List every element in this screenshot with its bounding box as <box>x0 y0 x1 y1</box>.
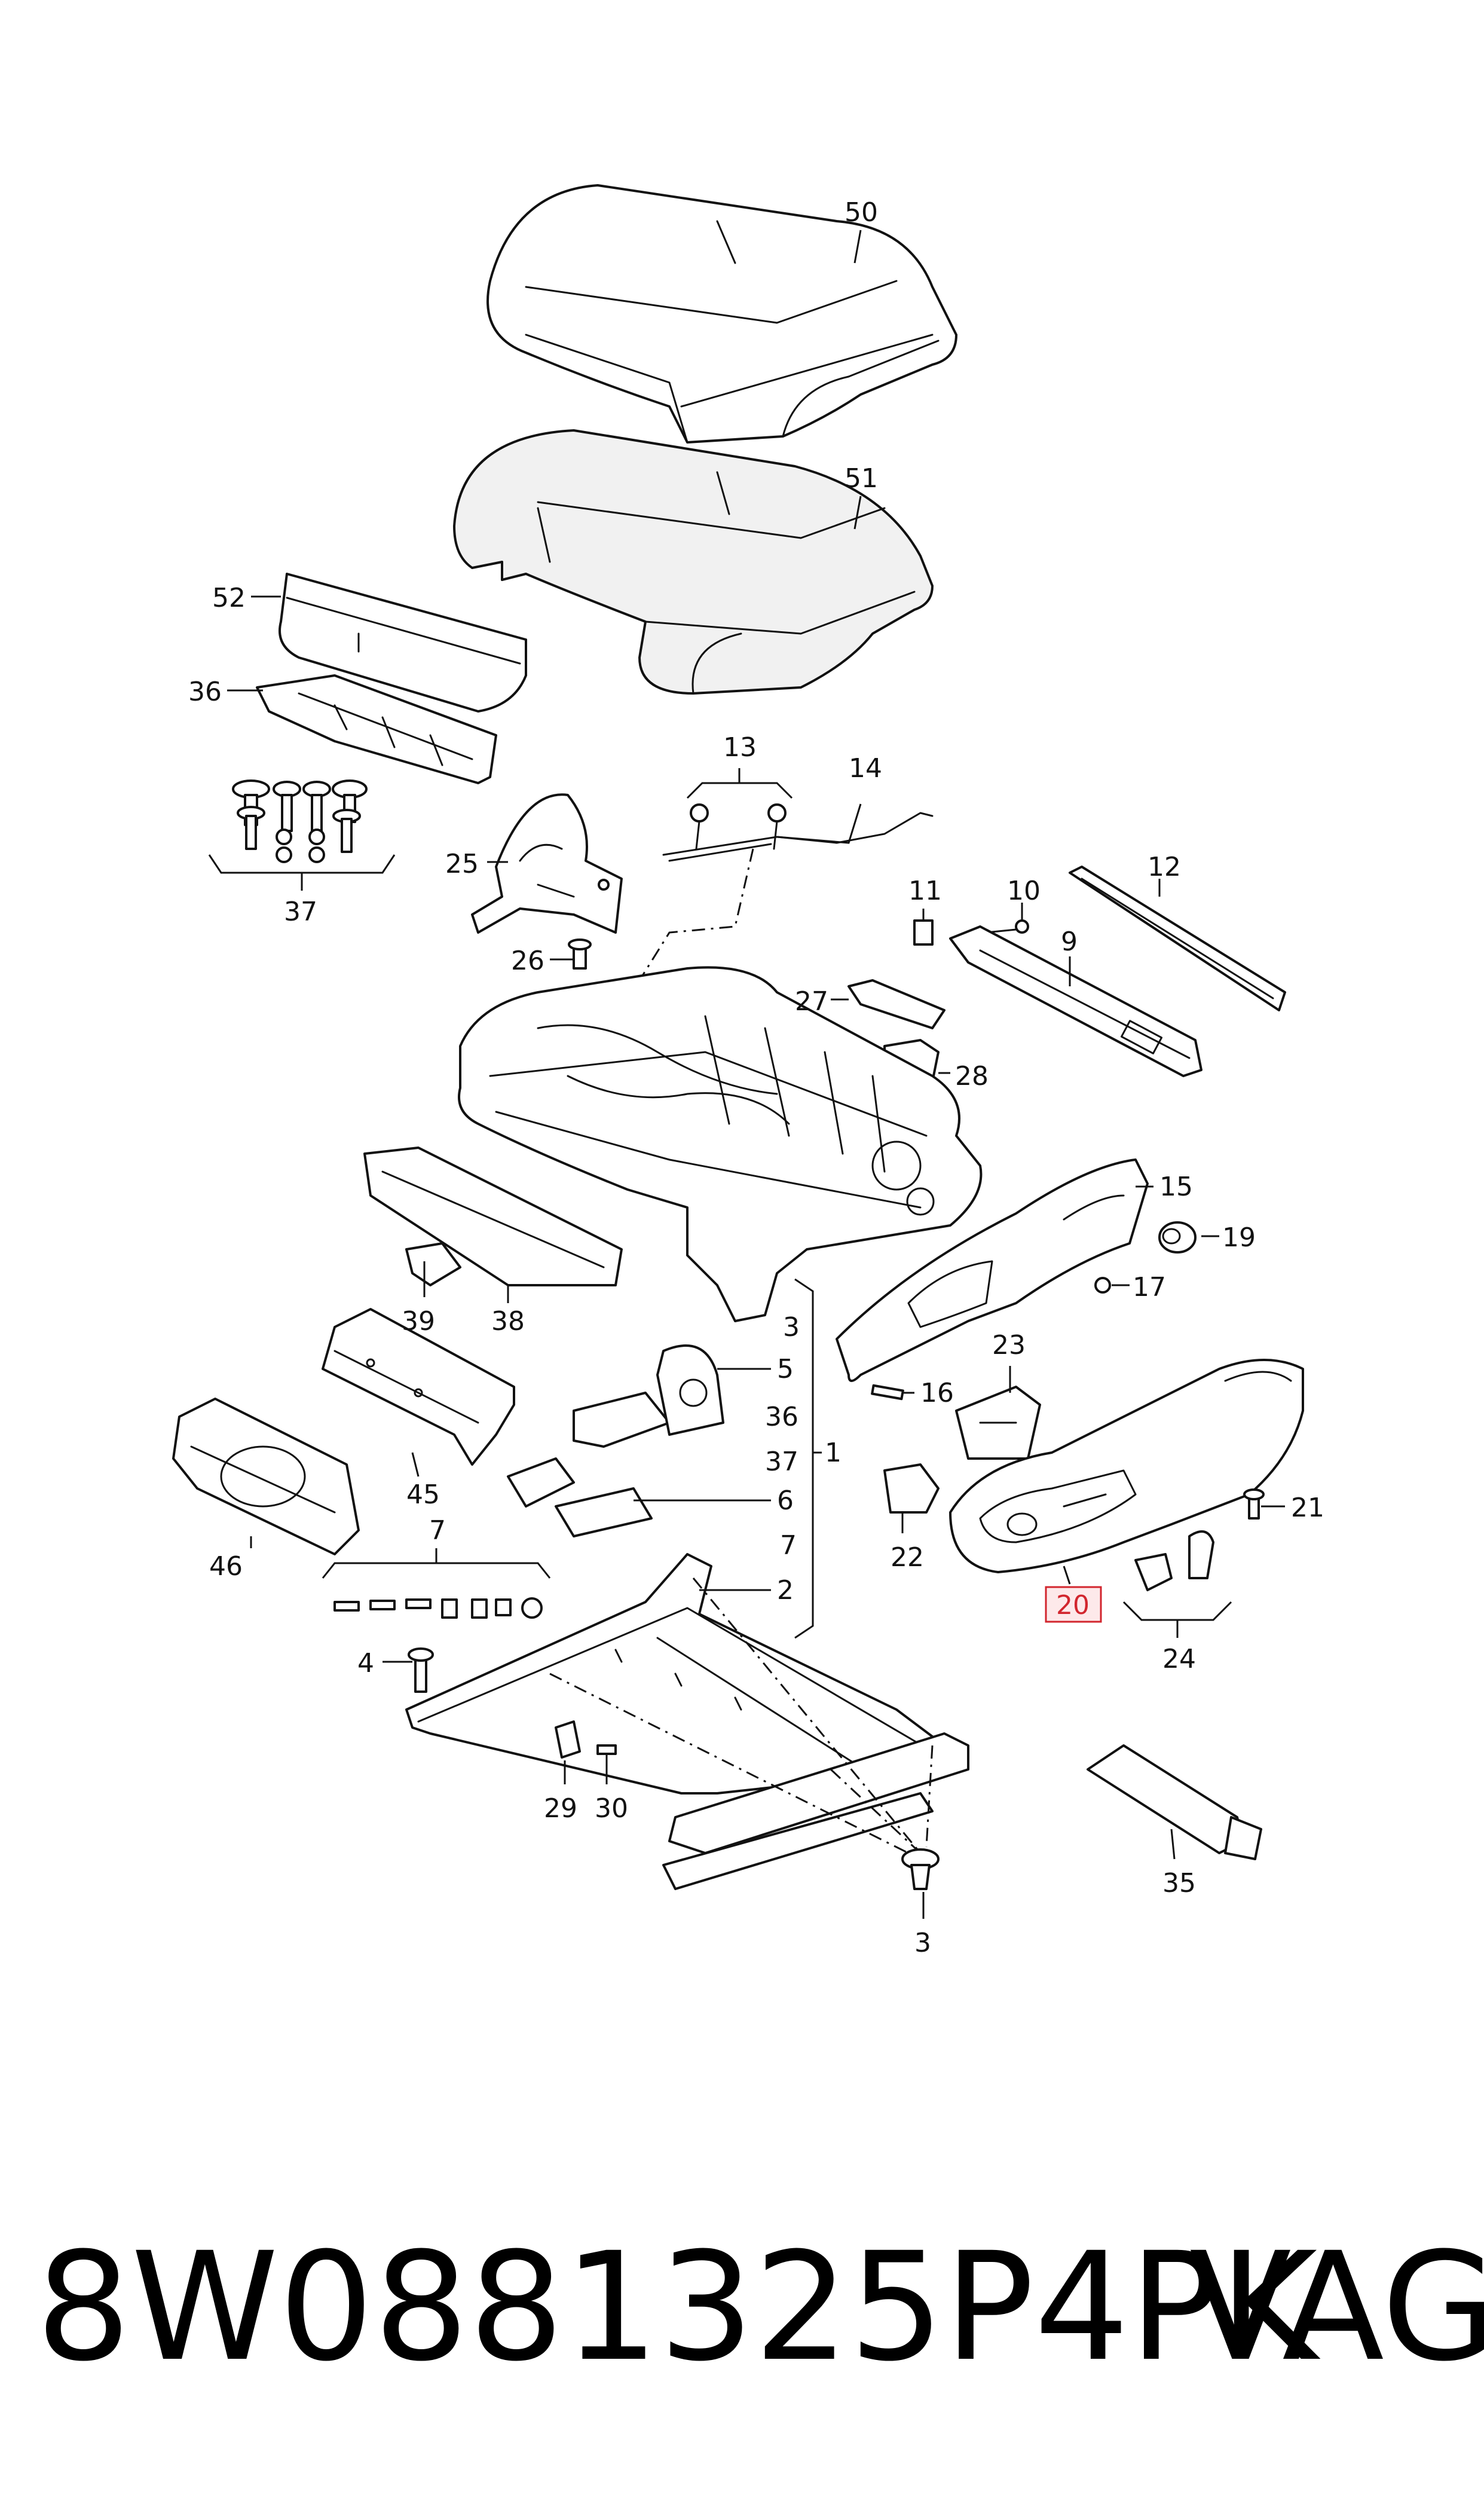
callout-7: 7 <box>429 1515 446 1546</box>
screw-10[interactable] <box>985 919 1029 934</box>
side-plate-15[interactable] <box>836 1158 1149 1382</box>
brand-name: VAG <box>1189 2220 1484 2394</box>
callout-12: 12 <box>1148 852 1181 882</box>
trim-38[interactable] <box>363 1147 623 1286</box>
callout-45: 45 <box>406 1479 440 1510</box>
side-bracket-25[interactable] <box>471 793 623 934</box>
leader-lines <box>227 230 1285 1919</box>
knob-19[interactable] <box>1158 1221 1197 1254</box>
callout-37: 37 <box>284 897 317 927</box>
callout-4: 4 <box>357 1648 374 1679</box>
callout-15: 15 <box>1159 1172 1193 1202</box>
callout-13: 13 <box>723 732 757 763</box>
screw-30[interactable] <box>596 1744 617 1755</box>
callout-30: 30 <box>595 1793 628 1824</box>
bracket-27[interactable] <box>847 979 946 1029</box>
pad-52[interactable] <box>279 573 527 713</box>
callout-26: 26 <box>511 946 544 976</box>
callout-17: 17 <box>1133 1272 1166 1303</box>
fastener-kit-37[interactable] <box>208 779 396 891</box>
connector-39[interactable] <box>405 1242 461 1286</box>
callout-5: 5 <box>777 1354 794 1384</box>
seat-rails[interactable] <box>405 1553 969 1890</box>
clips-13[interactable] <box>686 768 793 850</box>
callout-20-highlight <box>1045 1586 1102 1623</box>
callout-39: 39 <box>402 1306 435 1337</box>
callout-20: 20 <box>1056 1590 1090 1621</box>
callout-27: 27 <box>795 986 828 1017</box>
group-bracket-1 <box>794 1278 814 1639</box>
callout-29: 29 <box>544 1793 577 1824</box>
grease-tube-35[interactable] <box>1087 1744 1262 1860</box>
callout-36-group: 36 <box>765 1402 798 1432</box>
bolt-4[interactable] <box>408 1647 434 1693</box>
clip-29[interactable] <box>555 1720 581 1759</box>
screw-21[interactable] <box>1243 1488 1265 1520</box>
bolt-26[interactable] <box>568 938 592 970</box>
callout-6: 6 <box>777 1485 794 1516</box>
callout-22: 22 <box>891 1542 924 1573</box>
bolt-16[interactable] <box>871 1384 904 1401</box>
rail-9[interactable] <box>949 925 1203 1077</box>
callout-24: 24 <box>1162 1644 1196 1674</box>
callout-52: 52 <box>212 583 246 613</box>
part-number: 8W0881325P4PK <box>36 2220 1318 2394</box>
motor-6[interactable] <box>507 1457 653 1537</box>
seat-frame[interactable] <box>458 966 983 1322</box>
side-cover-20[interactable] <box>949 1359 1304 1573</box>
callout-labels: 50 51 52 36 13 14 37 25 26 11 10 12 9 27… <box>188 197 1324 1958</box>
plug-3[interactable] <box>901 1848 940 1890</box>
callout-14: 14 <box>849 753 882 784</box>
cover-46[interactable] <box>172 1398 360 1555</box>
callout-2: 2 <box>777 1575 794 1606</box>
callout-7-group: 7 <box>780 1530 797 1561</box>
clip-17[interactable] <box>1094 1277 1111 1294</box>
seat-cover-50[interactable] <box>486 184 957 444</box>
callout-36: 36 <box>188 677 222 707</box>
callout-21: 21 <box>1291 1493 1324 1523</box>
knobs-24[interactable] <box>1122 1530 1232 1638</box>
callout-37-group: 37 <box>765 1447 798 1477</box>
callout-19: 19 <box>1222 1222 1256 1253</box>
callout-10: 10 <box>1007 876 1041 906</box>
callout-16: 16 <box>920 1378 954 1408</box>
callout-3-lower: 3 <box>914 1928 931 1958</box>
wire-14[interactable] <box>662 812 934 862</box>
callout-23: 23 <box>992 1330 1026 1361</box>
switch-23[interactable] <box>955 1386 1041 1460</box>
frame-plate-36[interactable] <box>256 674 497 784</box>
motor-5[interactable] <box>573 1344 724 1448</box>
strip-12[interactable] <box>1069 866 1286 1011</box>
callout-3-upper: 3 <box>783 1312 800 1343</box>
callout-9: 9 <box>1061 927 1078 957</box>
callout-11: 11 <box>908 876 942 906</box>
callout-28: 28 <box>955 1061 989 1092</box>
callout-46: 46 <box>209 1551 243 1582</box>
bracket-45[interactable] <box>322 1308 515 1466</box>
callout-25: 25 <box>445 849 479 879</box>
callout-50: 50 <box>844 197 878 228</box>
callout-1: 1 <box>825 1438 842 1468</box>
screws-7[interactable] <box>322 1548 551 1619</box>
switch-22[interactable] <box>883 1463 940 1514</box>
callout-35: 35 <box>1162 1868 1196 1899</box>
clip-11[interactable] <box>913 919 934 946</box>
callout-38: 38 <box>491 1306 525 1337</box>
footer: 8W0881325P4PK VAG <box>24 2212 1484 2403</box>
callout-51: 51 <box>844 463 878 494</box>
